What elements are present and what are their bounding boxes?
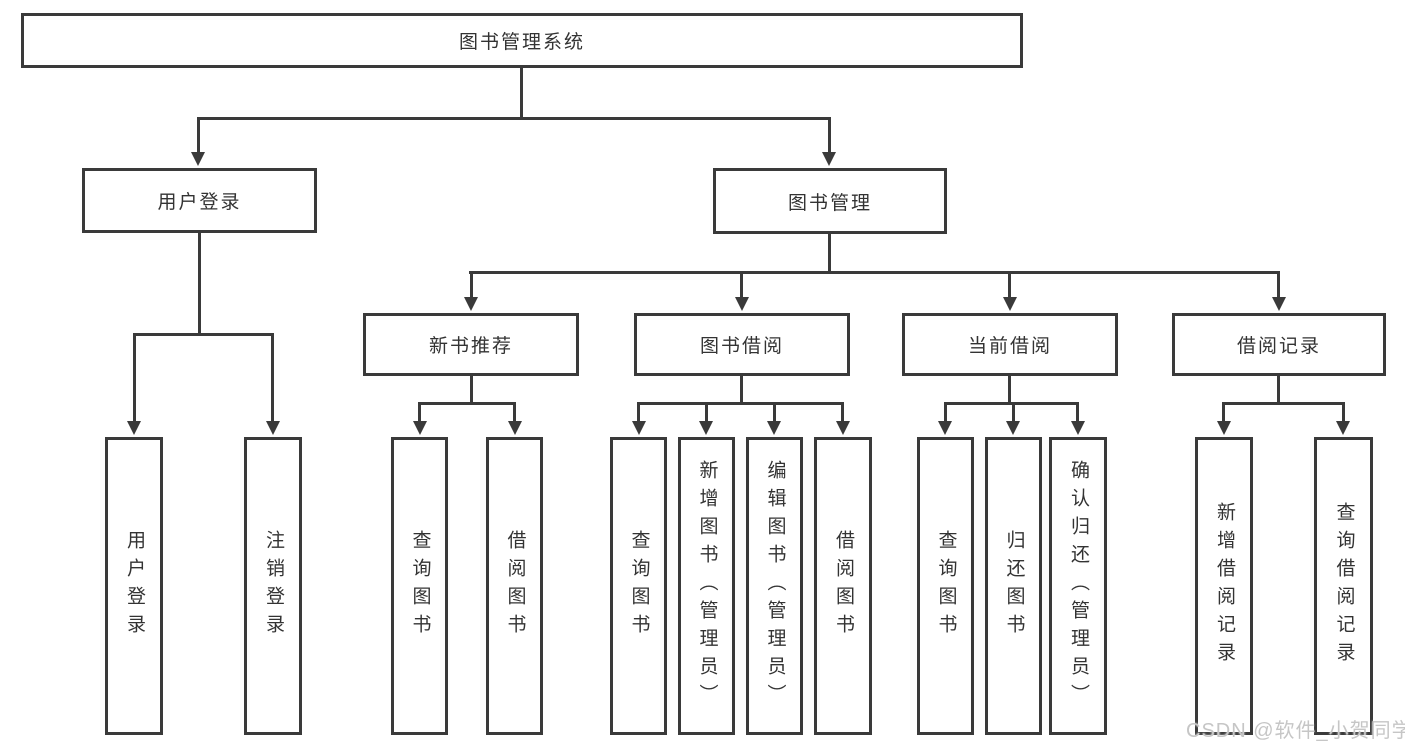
arrow-down-icon <box>266 421 280 435</box>
connector-v <box>740 374 743 404</box>
arrow-down-icon <box>836 421 850 435</box>
connector-v <box>944 402 947 423</box>
connector-v <box>828 232 831 273</box>
arrow-down-icon <box>822 152 836 166</box>
connector-v <box>1076 402 1079 423</box>
node-book-borrowing: 图书借阅 <box>634 313 850 376</box>
connector-h <box>418 402 516 405</box>
connector-v <box>470 271 473 298</box>
leaf-borrow-books-recommend: 借阅图书 <box>486 437 543 735</box>
connector-h <box>133 333 273 336</box>
arrow-down-icon <box>1003 297 1017 311</box>
leaf-edit-book-admin: 编辑图书（管理员） <box>746 437 803 735</box>
connector-v <box>133 333 136 423</box>
connector-h <box>469 271 1280 274</box>
leaf-query-books-borrowing: 查询图书 <box>610 437 667 735</box>
arrow-down-icon <box>1006 421 1020 435</box>
node-new-book-recommend: 新书推荐 <box>363 313 579 376</box>
connector-v <box>1012 402 1015 423</box>
connector-h <box>1222 402 1344 405</box>
connector-v <box>1008 374 1011 404</box>
connector-v <box>773 402 776 423</box>
connector-v <box>841 402 844 423</box>
connector-h <box>944 402 1079 405</box>
arrow-down-icon <box>464 297 478 311</box>
leaf-return-books: 归还图书 <box>985 437 1042 735</box>
connector-v <box>520 66 523 119</box>
arrow-down-icon <box>508 421 522 435</box>
connector-v <box>1008 271 1011 298</box>
connector-v <box>470 374 473 404</box>
node-book-management: 图书管理 <box>713 168 947 234</box>
connector-v <box>740 271 743 298</box>
leaf-query-borrow-record: 查询借阅记录 <box>1314 437 1373 735</box>
arrow-down-icon <box>191 152 205 166</box>
leaf-borrow-books-borrowing: 借阅图书 <box>814 437 872 735</box>
connector-v <box>637 402 640 423</box>
arrow-down-icon <box>1217 421 1231 435</box>
arrow-down-icon <box>632 421 646 435</box>
watermark-text: CSDN @软件_小贺同学 <box>1186 720 1405 742</box>
leaf-add-book-admin: 新增图书（管理员） <box>678 437 735 735</box>
connector-h <box>197 117 831 120</box>
connector-v <box>1277 271 1280 298</box>
leaf-logout: 注销登录 <box>244 437 302 735</box>
node-current-borrowing: 当前借阅 <box>902 313 1118 376</box>
arrow-down-icon <box>735 297 749 311</box>
leaf-query-books-recommend: 查询图书 <box>391 437 448 735</box>
connector-v <box>828 117 831 154</box>
connector-v <box>705 402 708 423</box>
node-library-system: 图书管理系统 <box>21 13 1023 68</box>
arrow-down-icon <box>699 421 713 435</box>
leaf-query-books-current: 查询图书 <box>917 437 974 735</box>
leaf-confirm-return-admin: 确认归还（管理员） <box>1049 437 1107 735</box>
arrow-down-icon <box>413 421 427 435</box>
leaf-user-login: 用户登录 <box>105 437 163 735</box>
node-borrowing-records: 借阅记录 <box>1172 313 1386 376</box>
node-user-login: 用户登录 <box>82 168 317 233</box>
arrow-down-icon <box>767 421 781 435</box>
arrow-down-icon <box>1071 421 1085 435</box>
leaf-add-borrow-record: 新增借阅记录 <box>1195 437 1253 735</box>
connector-h <box>637 402 844 405</box>
arrow-down-icon <box>1272 297 1286 311</box>
connector-v <box>198 232 201 335</box>
arrow-down-icon <box>938 421 952 435</box>
connector-v <box>1222 402 1225 423</box>
arrow-down-icon <box>127 421 141 435</box>
connector-v <box>197 117 200 154</box>
connector-v <box>1277 374 1280 404</box>
arrow-down-icon <box>1336 421 1350 435</box>
connector-v <box>418 402 421 423</box>
connector-v <box>271 333 274 423</box>
connector-v <box>1342 402 1345 423</box>
connector-v <box>513 402 516 423</box>
